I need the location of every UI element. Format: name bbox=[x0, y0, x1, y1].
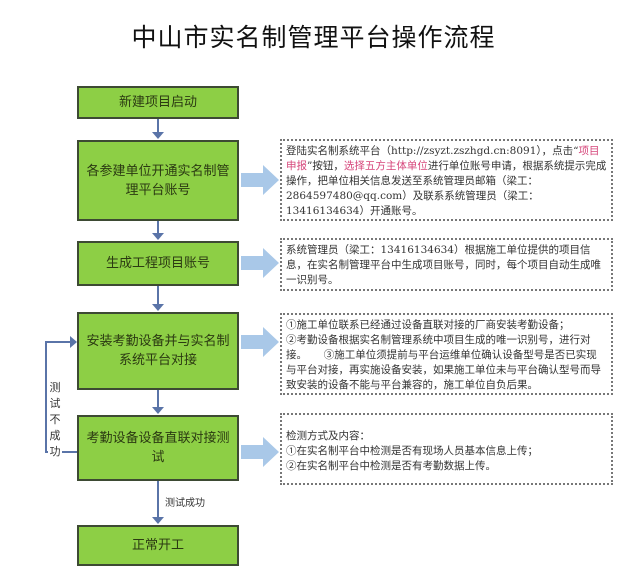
step-label: 生成工程项目账号 bbox=[105, 256, 210, 271]
note-generate-account: 系统管理员（梁工：13416134634）根据施工单位提供的项目信息，在实名制管… bbox=[280, 238, 613, 291]
note-line: ①施工单位联系已经通过设备直联对接的厂商安装考勤设备； bbox=[286, 319, 570, 331]
step-normal-start: 正常开工 bbox=[77, 525, 239, 566]
arrow-down-icon bbox=[152, 233, 164, 240]
step-label: 考勤设备设备直联对接测试 bbox=[86, 431, 230, 465]
connector-line bbox=[157, 481, 159, 518]
note-text: 进行单位账号申请，根据系统提示完成操作，把单位相关信息发送至系统管理员邮箱（梁工… bbox=[286, 160, 607, 217]
arrow-right-icon bbox=[70, 336, 77, 348]
arrow-down-icon bbox=[152, 517, 164, 524]
step-label: 正常开工 bbox=[131, 538, 184, 553]
step-direct-connect-test: 考勤设备设备直联对接测试 bbox=[77, 415, 239, 481]
arrow-down-icon bbox=[152, 304, 164, 311]
note-text: 登陆实名制系统平台（http://zsyzt.zszhgd.cn:8091），点… bbox=[286, 145, 579, 157]
note-text: ”按钮， bbox=[307, 160, 344, 172]
connector-line bbox=[157, 221, 159, 234]
block-arrow-icon bbox=[241, 165, 279, 195]
note-line: ②在实名制平台中检测是否有考勤数据上传。 bbox=[286, 460, 496, 472]
note-line: ②考勤设备根据实名制管理系统中项目生成的唯一识别号，进行对接。 bbox=[286, 334, 591, 361]
note-open-account: 登陆实名制系统平台（http://zsyzt.zszhgd.cn:8091），点… bbox=[280, 139, 613, 221]
note-text: 系统管理员（梁工：13416134634）根据施工单位提供的项目信息，在实名制管… bbox=[286, 244, 601, 286]
note-highlight: 项目申报 bbox=[286, 145, 600, 172]
step-generate-project-account: 生成工程项目账号 bbox=[77, 241, 239, 286]
step-label: 安装考勤设备并与实名制系统平台对接 bbox=[86, 334, 230, 368]
arrow-down-icon bbox=[152, 132, 164, 139]
note-install-devices: ①施工单位联系已经通过设备直联对接的厂商安装考勤设备； ②考勤设备根据实名制管理… bbox=[280, 313, 613, 395]
arrow-down-icon bbox=[152, 407, 164, 414]
step-label: 各参建单位开通实名制管理平台账号 bbox=[86, 163, 230, 198]
connector-line bbox=[157, 119, 159, 133]
step-open-account: 各参建单位开通实名制管理平台账号 bbox=[77, 140, 239, 221]
connector-line bbox=[157, 390, 159, 408]
loop-line-vertical bbox=[45, 341, 47, 452]
step-new-project: 新建项目启动 bbox=[77, 86, 239, 119]
note-line: ③施工单位须提前与平台运维单位确认设备型号是否已实现与平台对接，再实施设备安装，… bbox=[286, 349, 601, 391]
block-arrow-icon bbox=[241, 437, 279, 467]
step-install-devices: 安装考勤设备并与实名制系统平台对接 bbox=[77, 312, 239, 390]
edge-label-fail: 测试不成功 bbox=[48, 380, 62, 460]
note-test-method: 检测方式及内容： ①在实名制平台中检测是否有现场人员基本信息上传； ②在实名制平… bbox=[280, 413, 613, 485]
step-label: 新建项目启动 bbox=[118, 95, 197, 110]
note-line: ①在实名制平台中检测是否有现场人员基本信息上传； bbox=[286, 445, 538, 457]
connector-line bbox=[157, 286, 159, 305]
note-highlight: 选择五方主体单位 bbox=[343, 160, 428, 172]
block-arrow-icon bbox=[241, 248, 279, 278]
page-title: 中山市实名制管理平台操作流程 bbox=[131, 23, 496, 52]
edge-label-success: 测试成功 bbox=[165, 498, 205, 509]
note-heading: 检测方式及内容： bbox=[286, 430, 370, 442]
loop-line-top bbox=[45, 341, 71, 343]
block-arrow-icon bbox=[241, 327, 279, 357]
